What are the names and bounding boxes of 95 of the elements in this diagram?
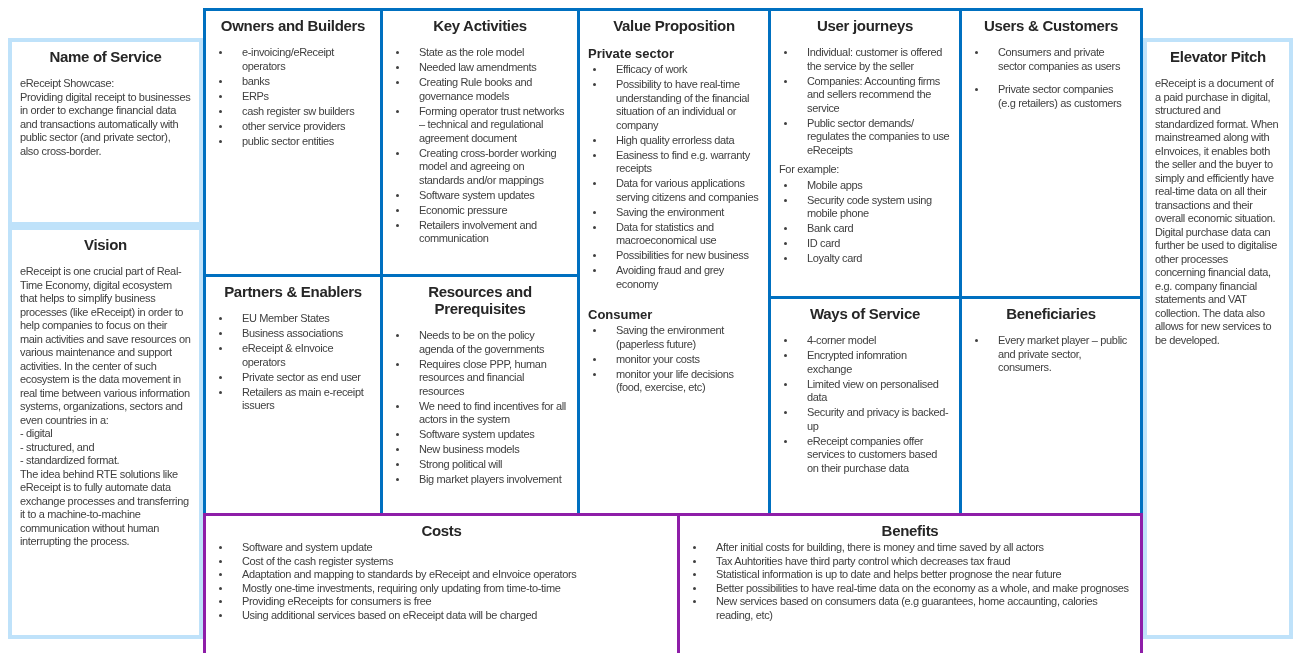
bullet-item: Statistical information is up to date and helps better prognose the near future — [688, 568, 1132, 582]
bullet-item: banks — [214, 74, 372, 88]
body-text: For example: — [779, 163, 840, 177]
block-heading: Resources and Prerequisites — [427, 283, 533, 317]
bullet-item: After initial costs for building, there is money and time saved by all actors — [688, 541, 1132, 555]
body-text: eReceipt is one crucial part of Real-Time Economy, digital ecosystem that helps to simplify business processes (like eReceipt) in order to help companies to focus on their main activities and save resources on various maintenance and support activities. In the center of such ecosystem is the data movement in real time between various information systems, organizations, sectors and even countries in a: — [20, 265, 191, 427]
canvas-block — [203, 513, 680, 653]
bullet-item: Using additional services based on eReceipt data will be charged — [214, 608, 669, 622]
bullet-item: public sector entities — [214, 134, 372, 148]
bullet-item: Creating Rule books and governance models — [391, 76, 569, 103]
bullet-item: Mostly one-time investments, requiring only updating from time-to-time — [214, 581, 669, 595]
block-heading: Users & Customers — [982, 17, 1120, 34]
bullet-item: Every market player – public and private sector, consumers. — [970, 334, 1132, 375]
bullet-item: Data for various applications serving citizens and companies — [588, 177, 760, 204]
bullet-item: Private sector companies (e.g retailers) as customers — [970, 83, 1132, 110]
bullet-item: eReceipt & eInvoice operators — [214, 342, 372, 369]
bullet-item: Retailers as main e-receipt issuers — [214, 385, 372, 413]
body-text: Providing digital receipt to businesses in order to exchange financial data and transactions automatically with public sector (and private sector), also cross-border. — [20, 90, 191, 158]
bullet-item: Saving the environment (paperless future) — [588, 324, 760, 351]
block-heading: Beneficiaries — [1005, 305, 1097, 322]
bullet-item: Security code system using mobile phone — [779, 193, 951, 221]
body-text: - digital — [20, 427, 54, 441]
bullet-item: Providing eReceipts for consumers is free — [214, 595, 669, 609]
block-heading: Benefits — [880, 522, 940, 539]
bullet-item: Public sector demands/ regulates the companies to use eReceipts — [779, 116, 951, 157]
bullet-item: We need to find incentives for all actors in the system — [391, 399, 569, 427]
bullet-item: Software system updates — [391, 188, 569, 202]
bullet-item: Tax Auhtorities have third party control which decreases tax fraud — [688, 554, 1132, 568]
bullet-item: cash register sw builders — [214, 104, 372, 118]
bullet-item: ERPs — [214, 89, 372, 103]
bullet-item: Private sector as end user — [214, 370, 372, 384]
block-heading: Elevator Pitch — [1169, 48, 1267, 65]
bullet-item: Creating cross-border working model and agreeing on standards and/or mappings — [391, 146, 569, 187]
bullet-item: EU Member States — [214, 312, 372, 326]
bullet-item: Cost of the cash register systems — [214, 554, 669, 568]
bullet-item: Economic pressure — [391, 203, 569, 217]
bullet-item: monitor your life decisions (food, exercise, etc) — [588, 367, 760, 395]
bullet-item: New services based on consumers data (e.g guarantees, home accaunting, calories reading, etc) — [688, 595, 1132, 622]
section-subheading: Consumer — [588, 307, 654, 322]
block-heading: User journeys — [815, 17, 915, 34]
bullet-item: Needs to be on the policy agenda of the governments — [391, 329, 569, 356]
block-heading: Costs — [420, 522, 463, 539]
bullet-item: Encrypted infomration exchange — [779, 349, 951, 376]
bullet-item: High quality errorless data — [588, 133, 760, 147]
body-text: eReceipt Showcase: — [20, 77, 115, 91]
body-text: - structured, and — [20, 440, 96, 454]
bullet-item: Individual: customer is offered the service by the seller — [779, 46, 951, 73]
canvas-panel — [1143, 38, 1293, 639]
bullet-item: Avoiding fraud and grey economy — [588, 264, 760, 291]
body-text: - standardized format. — [20, 454, 121, 468]
bullet-item: other service providers — [214, 119, 372, 133]
bullet-item: 4-corner model — [779, 334, 951, 348]
bullet-item: Possibilities for new business — [588, 249, 760, 263]
block-heading: Key Activities — [432, 17, 528, 34]
canvas-block — [959, 8, 1143, 299]
bullet-item: monitor your costs — [588, 352, 760, 366]
bullet-item: Saving the environment — [588, 205, 760, 219]
bullet-item: Possibility to have real-time understanding of the financial situation of an individual or company — [588, 78, 760, 132]
bullet-item: Adaptation and mapping to standards by eReceipt and eInvoice operators — [214, 568, 669, 582]
bullet-item: Software system updates — [391, 428, 569, 442]
body-text: The idea behind RTE solutions like eReceipt is to fully automate data exchange processes and transferring it to a machine-to-machine communication without human interrupting the process. — [20, 467, 190, 549]
canvas-panel — [8, 226, 203, 639]
bullet-item: Companies: Accounting firms and sellers recommend the service — [779, 74, 951, 115]
block-heading: Ways of Service — [809, 305, 921, 322]
bullet-item: Needed law amendments — [391, 61, 569, 75]
bullet-item: ID card — [779, 237, 951, 251]
bullet-item: Mobile apps — [779, 178, 951, 192]
bullet-item: Consumers and private sector companies as users — [970, 46, 1132, 73]
bullet-item: Loyalty card — [779, 252, 951, 266]
block-heading: Vision — [83, 236, 128, 253]
bullet-item: Software and system update — [214, 541, 669, 555]
bullet-item: New business models — [391, 443, 569, 457]
bullet-item: Strong political will — [391, 458, 569, 472]
canvas-block — [677, 513, 1143, 653]
bullet-item: State as the role model — [391, 46, 569, 60]
canvas-block — [203, 8, 383, 277]
block-heading: Name of Service — [48, 48, 163, 65]
canvas-panel — [8, 38, 203, 226]
bullet-item: eReceipt companies offer services to customers based on their purchase data — [779, 434, 951, 475]
section-subheading: Private sector — [588, 46, 675, 61]
block-heading: Partners & Enablers — [223, 283, 363, 300]
bullet-item: Easiness to find e.g. warranty receipts — [588, 148, 760, 176]
bullet-item: Business associations — [214, 327, 372, 341]
bullet-item: Limited view on personalised data — [779, 377, 951, 405]
bullet-item: Bank card — [779, 222, 951, 236]
bullet-item: Better possibilities to have real-time data on the economy as a whole, and make prognoses — [688, 581, 1132, 595]
block-heading: Owners and Builders — [219, 17, 367, 34]
bullet-item: Requires close PPP, human resources and financial resources — [391, 357, 569, 398]
bullet-item: Efficacy of work — [588, 63, 760, 77]
body-text: eReceipt is a document of a paid purchase in digital, structured and standardized format. When mainstreamed along with eInvoices, it enables both the seller and the buyer to simply and efficiently have real-time data on all their transactions and their overall economic situation. Digital purchase data can further be used to digitalise other processes concerning financial data, e.g. company financial statements and VAT collection. The data also allows for new services to be developed. — [1155, 77, 1280, 347]
bullet-item: Forming operator trust networks – technical and regulational agreement document — [391, 104, 569, 145]
bullet-item: Retailers involvement and communication — [391, 218, 569, 246]
bullet-item: Data for statistics and macroeconomical use — [588, 220, 760, 248]
block-heading: Value Proposition — [612, 17, 736, 34]
bullet-item: Big market players involvement — [391, 473, 569, 487]
